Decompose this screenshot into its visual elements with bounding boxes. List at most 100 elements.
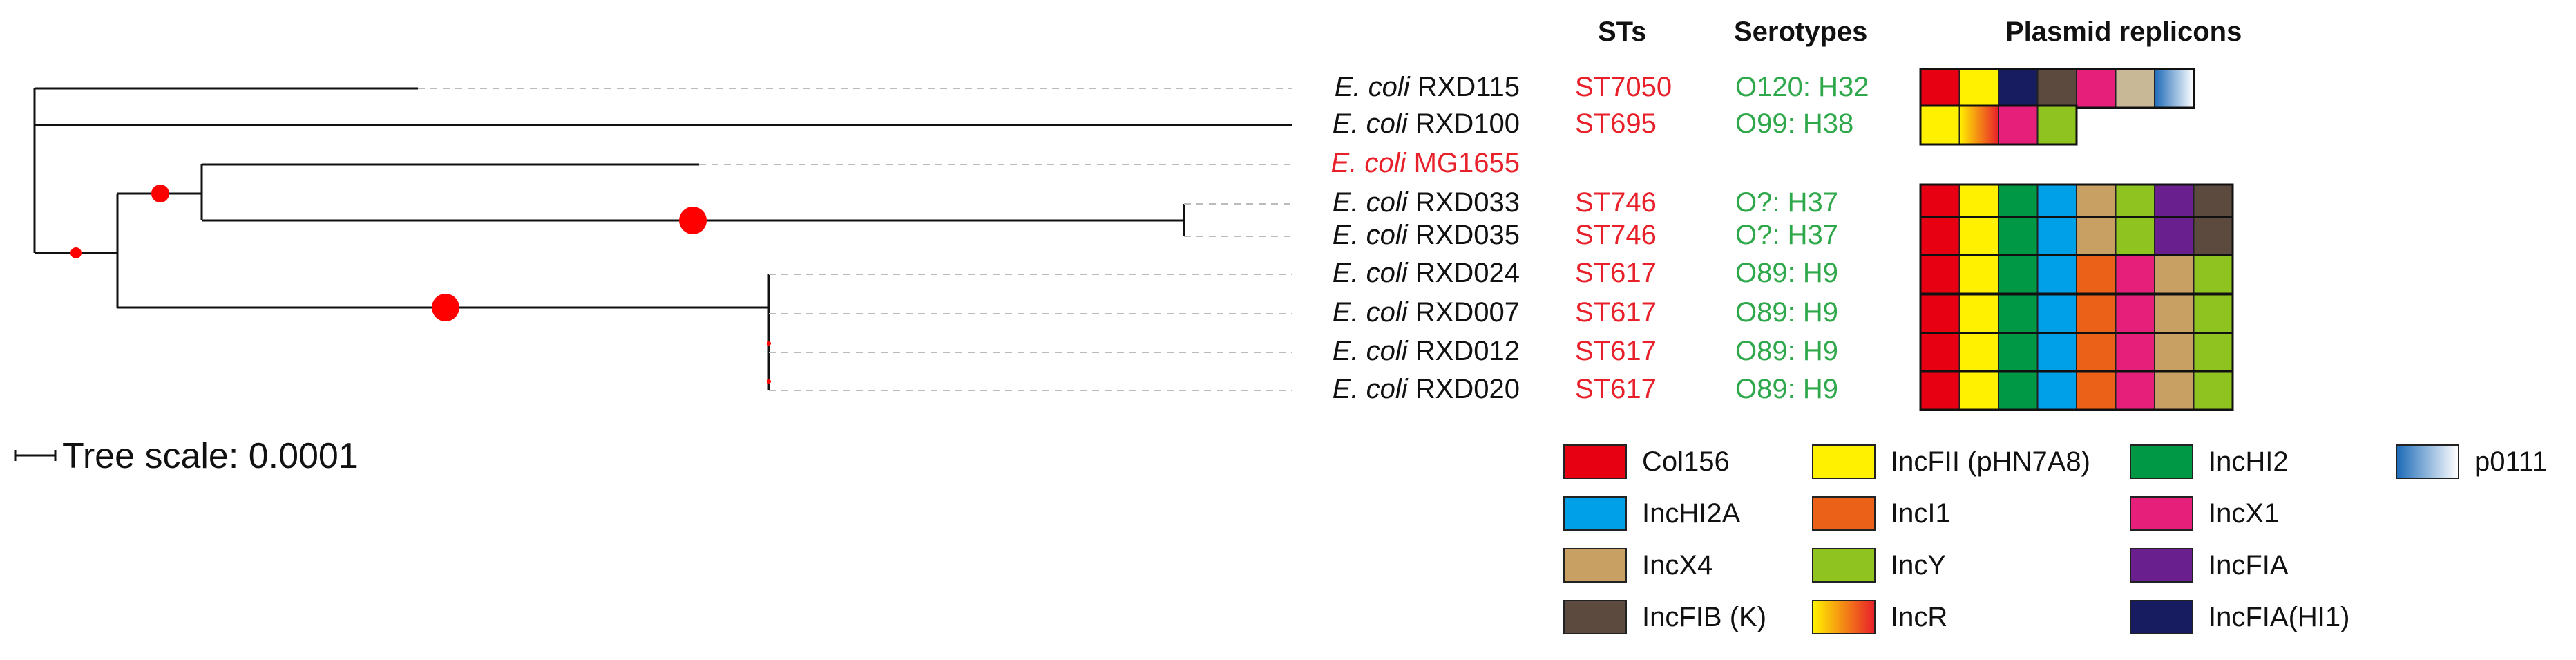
legend-swatch bbox=[1563, 548, 1627, 583]
taxon-genus: E. coli bbox=[1332, 297, 1408, 328]
legend-swatch bbox=[1812, 600, 1876, 634]
serotypes-header: Serotypes bbox=[1734, 17, 1868, 47]
legend-label: IncFIA bbox=[2208, 549, 2289, 581]
replicon-cell bbox=[2154, 68, 2195, 109]
legend-item: IncFIA bbox=[2130, 546, 2289, 585]
replicon-cell bbox=[2076, 254, 2117, 294]
replicon-cell bbox=[2154, 294, 2195, 334]
legend-label: IncFII (pHN7A8) bbox=[1891, 446, 2090, 477]
replicon-cell bbox=[1958, 332, 1999, 373]
legend-item: IncX1 bbox=[2130, 494, 2279, 533]
inner-node-marker bbox=[151, 185, 169, 202]
legend-label: IncFIB (K) bbox=[1642, 601, 1767, 632]
replicon-cell bbox=[1998, 105, 2039, 145]
replicon-cell bbox=[1920, 294, 1960, 334]
taxon-label: E. coli RXD012 bbox=[1133, 336, 1520, 367]
taxon-strain: RXD024 bbox=[1415, 258, 1520, 288]
legend-swatch bbox=[1563, 600, 1627, 634]
taxon-strain: RXD007 bbox=[1415, 297, 1520, 328]
replicon-cell bbox=[1920, 370, 1960, 411]
serotype: O120: H32 bbox=[1735, 72, 1869, 102]
legend-item: IncY bbox=[1812, 546, 1946, 585]
root-node-marker bbox=[70, 247, 82, 258]
serotype: O89: H9 bbox=[1735, 297, 1838, 328]
sts-header: STs bbox=[1598, 17, 1647, 47]
taxon-label: E. coli RXD020 bbox=[1133, 374, 1520, 405]
taxon-label: E. coli RXD115 bbox=[1133, 72, 1520, 103]
rxd012-node-marker bbox=[767, 341, 771, 346]
replicon-cell bbox=[2115, 216, 2155, 256]
st617-node-marker bbox=[432, 294, 459, 321]
taxon-genus: E. coli bbox=[1330, 148, 1406, 178]
tree-leader-lines bbox=[418, 88, 1292, 391]
replicon-cell bbox=[2036, 294, 2077, 334]
sequence-type: ST746 bbox=[1575, 220, 1657, 250]
sequence-type: ST695 bbox=[1575, 109, 1657, 139]
replicon-cell bbox=[2036, 254, 2077, 294]
replicon-cell bbox=[2193, 332, 2233, 373]
taxon-strain: MG1655 bbox=[1413, 148, 1520, 178]
taxon-genus: E. coli bbox=[1332, 220, 1408, 250]
sequence-type: ST617 bbox=[1575, 258, 1657, 288]
replicon-cell bbox=[2076, 216, 2117, 256]
replicon-row-outline bbox=[1919, 104, 2078, 146]
replicon-cell bbox=[2036, 105, 2077, 145]
legend-swatch bbox=[2396, 444, 2459, 479]
replicon-cell bbox=[2193, 370, 2233, 411]
taxon-genus: E. coli bbox=[1334, 72, 1410, 102]
taxon-strain: RXD115 bbox=[1417, 72, 1520, 102]
taxon-genus: E. coli bbox=[1332, 374, 1408, 404]
rxd020-node-marker bbox=[767, 379, 771, 384]
legend-swatch bbox=[2130, 548, 2193, 583]
legend-swatch bbox=[1563, 496, 1627, 531]
legend-label: IncHI2A bbox=[1642, 498, 1741, 529]
legend-label: IncY bbox=[1891, 549, 1947, 581]
replicon-cell bbox=[2154, 216, 2195, 256]
legend-label: IncX1 bbox=[2208, 498, 2280, 529]
replicon-cell bbox=[2076, 68, 2117, 109]
replicon-cell bbox=[1998, 370, 2039, 411]
legend-item: p0111 bbox=[2396, 442, 2547, 481]
replicon-cell bbox=[1998, 332, 2039, 373]
replicon-cell bbox=[2115, 294, 2155, 334]
replicon-cell bbox=[1920, 68, 1960, 109]
replicon-cell bbox=[2036, 68, 2077, 109]
legend-swatch bbox=[1812, 444, 1876, 479]
replicon-cell bbox=[1920, 332, 1960, 373]
replicon-cell bbox=[2076, 370, 2117, 411]
replicon-cell bbox=[2154, 370, 2195, 411]
legend-swatch bbox=[2130, 496, 2193, 531]
taxon-strain: RXD100 bbox=[1415, 109, 1520, 139]
replicon-cell bbox=[1998, 68, 2039, 109]
replicon-cell bbox=[2115, 332, 2155, 373]
legend-item: IncFIA(HI1) bbox=[2130, 598, 2349, 637]
legend-item: IncFII (pHN7A8) bbox=[1812, 442, 2090, 481]
serotype: O99: H38 bbox=[1735, 109, 1854, 139]
replicon-matrix bbox=[1919, 68, 2234, 411]
legend-item: IncX4 bbox=[1563, 546, 1712, 585]
tree-scale-bar bbox=[14, 450, 57, 461]
replicon-cell bbox=[2115, 370, 2155, 411]
legend-item: IncFIB (K) bbox=[1563, 598, 1766, 637]
taxon-label: E. coli RXD035 bbox=[1133, 220, 1520, 251]
legend-label: IncHI2 bbox=[2208, 446, 2289, 477]
rxd033-035-node-marker bbox=[679, 207, 707, 234]
legend-swatch bbox=[1563, 444, 1627, 479]
replicon-cell bbox=[2036, 332, 2077, 373]
replicon-cell bbox=[2154, 254, 2195, 294]
replicon-cell bbox=[1958, 105, 1999, 145]
replicon-cell bbox=[1958, 370, 1999, 411]
taxon-strain: RXD035 bbox=[1415, 220, 1520, 250]
replicon-cell bbox=[1920, 216, 1960, 256]
serotype: O89: H9 bbox=[1735, 374, 1838, 404]
replicon-cell bbox=[1920, 105, 1960, 145]
replicon-row-outline bbox=[1919, 370, 2234, 411]
legend-swatch bbox=[2130, 600, 2193, 634]
replicon-cell bbox=[2193, 254, 2233, 294]
serotype: O?: H37 bbox=[1735, 187, 1838, 218]
replicon-cell bbox=[2193, 294, 2233, 334]
taxon-genus: E. coli bbox=[1332, 187, 1408, 218]
legend-item: IncHI2 bbox=[2130, 442, 2289, 481]
taxon-genus: E. coli bbox=[1332, 109, 1408, 139]
